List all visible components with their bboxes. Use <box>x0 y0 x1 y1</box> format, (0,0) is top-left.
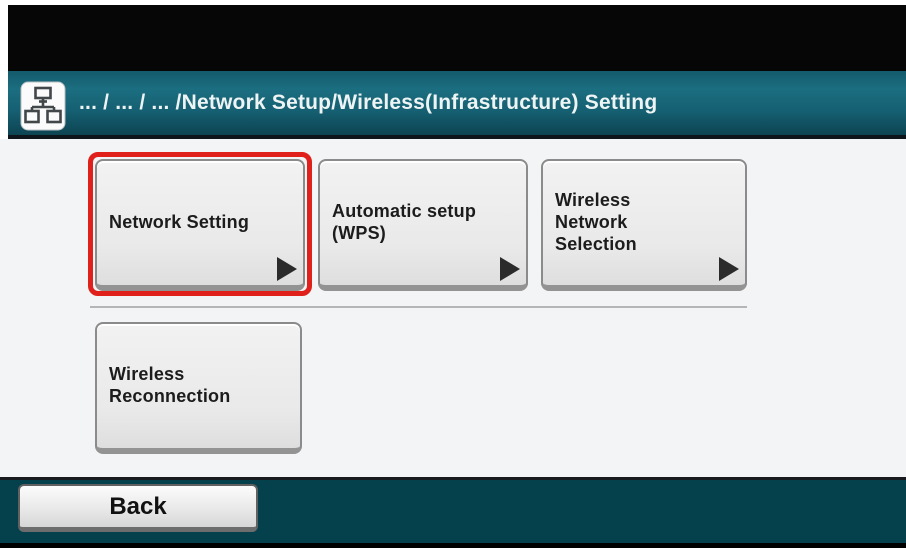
status-bar <box>8 5 906 71</box>
automatic-setup-wps-button[interactable]: Automatic setup (WPS) <box>318 159 528 291</box>
wireless-reconnection-label: Wireless Reconnection <box>109 364 231 406</box>
automatic-setup-wps-label: Automatic setup (WPS) <box>332 201 477 243</box>
arrow-right-icon <box>277 257 297 281</box>
network-setting-label: Network Setting <box>109 212 250 233</box>
wireless-reconnection-button[interactable]: Wireless Reconnection <box>95 322 302 454</box>
bottom-edge <box>0 543 906 548</box>
arrow-right-icon <box>719 257 739 281</box>
network-setting-button[interactable]: Network Setting <box>95 159 305 291</box>
wireless-network-selection-button[interactable]: Wireless Network Selection <box>541 159 747 291</box>
row-separator <box>90 306 747 308</box>
breadcrumb: ... / ... / ... /Network Setup/Wireless(… <box>79 91 658 114</box>
bottom-bar: Back <box>0 477 906 543</box>
content-area: Network Setting Automatic setup (WPS) Wi… <box>0 139 906 477</box>
breadcrumb-bar: ... / ... / ... /Network Setup/Wireless(… <box>8 71 906 139</box>
back-button[interactable]: Back <box>18 484 258 532</box>
arrow-right-icon <box>500 257 520 281</box>
wireless-network-selection-label: Wireless Network Selection <box>555 190 637 254</box>
network-icon <box>20 81 66 131</box>
